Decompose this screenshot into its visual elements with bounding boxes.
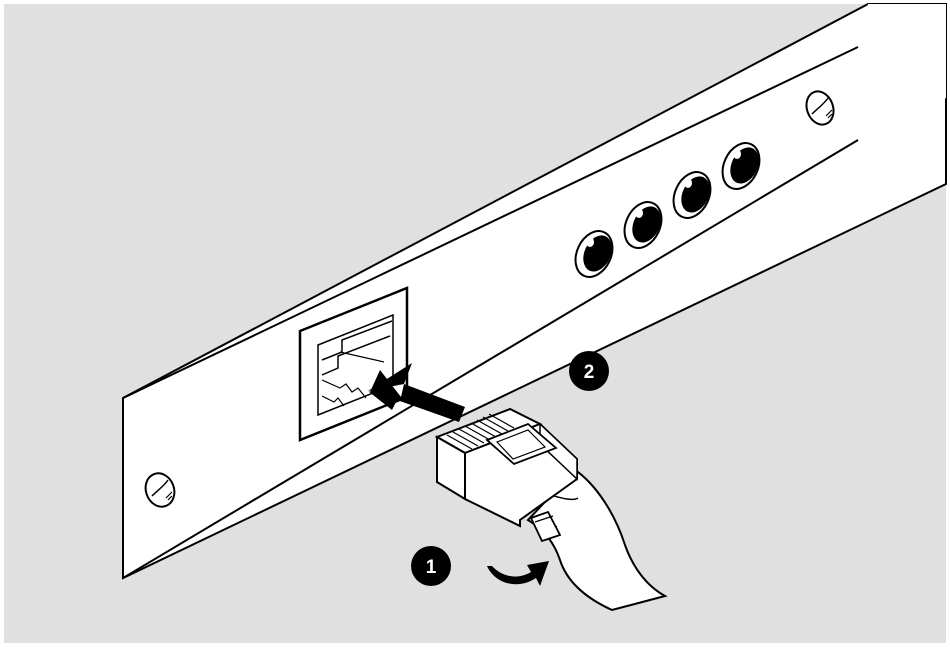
rj45-plug-icon [434, 407, 668, 612]
screw-icon-left [144, 472, 176, 508]
push-arrow-icon [368, 363, 465, 422]
step-2-marker: 2 [569, 351, 609, 391]
led-indicator-icon-2 [623, 201, 663, 249]
step-1-label: 1 [426, 557, 437, 578]
screw-icon-right [805, 90, 835, 126]
step-2-label: 2 [584, 362, 595, 383]
led-indicator-icon-3 [672, 171, 712, 219]
rj45-port-icon [298, 286, 409, 442]
led-indicator-icon-1 [574, 230, 614, 278]
led-indicator-icon-4 [721, 142, 761, 190]
step-1-marker: 1 [411, 546, 451, 586]
rotate-arrow-icon [487, 561, 549, 586]
